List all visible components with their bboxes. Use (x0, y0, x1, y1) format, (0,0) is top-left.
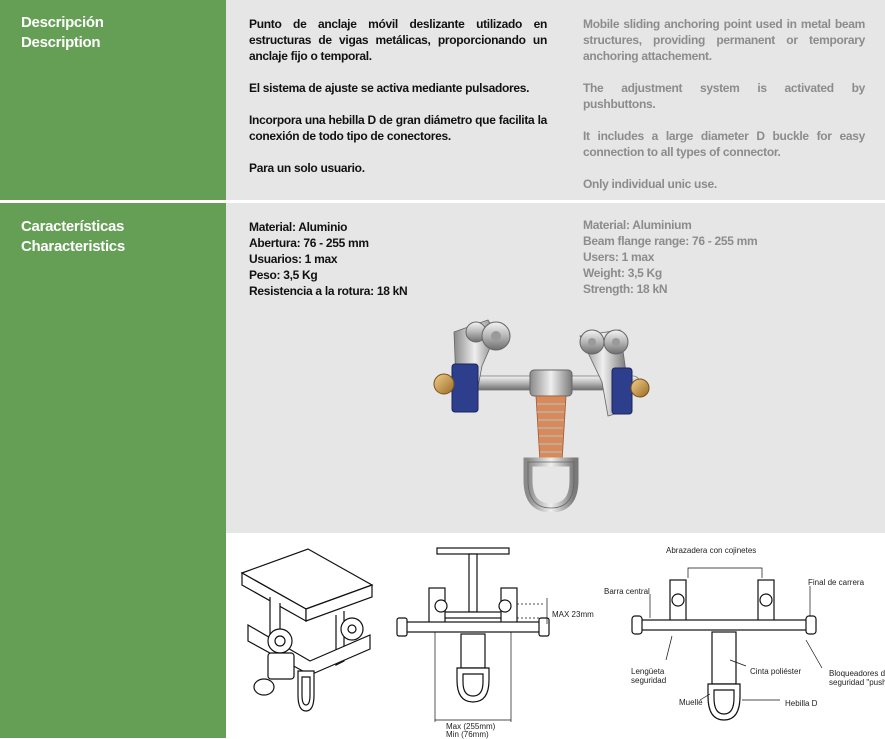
spec-item: Material: Aluminio (249, 220, 348, 234)
product-photo (433, 319, 650, 512)
description-paragraph: Para un solo usuario. (249, 161, 365, 175)
section-gap (226, 200, 885, 203)
label-strap: Cinta poliéster (750, 667, 802, 676)
label-locks-2: seguridad "push (829, 678, 885, 687)
spec-item: Resistencia a la rotura: 18 kN (249, 284, 408, 298)
specs-list-es: Material: Aluminio Abertura: 76 - 255 mm… (249, 219, 547, 299)
section-sidebar (0, 0, 226, 738)
characteristics-panel (226, 203, 885, 533)
max-width-label: Max (255mm) (446, 722, 496, 731)
description-paragraph: Mobile sliding anchoring point used in m… (583, 17, 865, 63)
isometric-diagram (240, 548, 374, 712)
min-width-label: Min (76mm) (446, 730, 489, 739)
spec-item: Peso: 3,5 Kg (249, 268, 318, 282)
label-stop: Final de carrera (808, 578, 865, 587)
spec-item: Abertura: 76 - 255 mm (249, 236, 369, 250)
label-tab-2: seguridad (631, 676, 667, 685)
description-paragraph: Incorpora una hebilla D de gran diámetro… (249, 113, 547, 143)
spec-item: Weight: 3,5 Kg (583, 266, 662, 280)
description-text-es: Punto de anclaje móvil deslizante utiliz… (249, 16, 547, 192)
label-tab: Lengüeta (631, 667, 665, 676)
description-heading-en: Description (21, 34, 101, 51)
side-view-diagram (396, 547, 550, 722)
label-clamp: Abrazadera con cojinetes (666, 546, 757, 555)
description-paragraph: El sistema de ajuste se activa mediante … (249, 81, 530, 95)
specs-list-en: Material: Aluminium Beam flange range: 7… (583, 217, 865, 297)
description-paragraph: Punto de anclaje móvil deslizante utiliz… (249, 17, 547, 63)
label-buckle: Hebilla D (785, 699, 818, 708)
description-paragraph: The adjustment system is activated by pu… (583, 81, 865, 111)
description-heading: Descripción Description (21, 13, 104, 53)
spec-item: Beam flange range: 76 - 255 mm (583, 234, 758, 248)
label-locks: Bloqueadores de (829, 669, 885, 678)
description-paragraph: It includes a large diameter D buckle fo… (583, 129, 865, 159)
spec-item: Users: 1 max (583, 250, 655, 264)
characteristics-heading-es: Características (21, 218, 125, 235)
description-heading-es: Descripción (21, 14, 104, 31)
description-paragraph: Only individual unic use. (583, 177, 717, 191)
description-panel (226, 0, 885, 200)
parts-diagram (631, 567, 823, 721)
spec-item: Strength: 18 kN (583, 282, 668, 296)
label-bar: Barra central (604, 587, 650, 596)
characteristics-heading-en: Characteristics (21, 238, 125, 255)
label-spring: Muelle (679, 698, 703, 707)
max-gap-label: MAX 23mm (552, 610, 594, 619)
spec-item: Material: Aluminium (583, 218, 692, 232)
spec-item: Usuarios: 1 max (249, 252, 338, 266)
characteristics-heading: Características Characteristics (21, 217, 125, 257)
sidebar-divider (0, 200, 226, 203)
description-text-en: Mobile sliding anchoring point used in m… (583, 16, 865, 208)
